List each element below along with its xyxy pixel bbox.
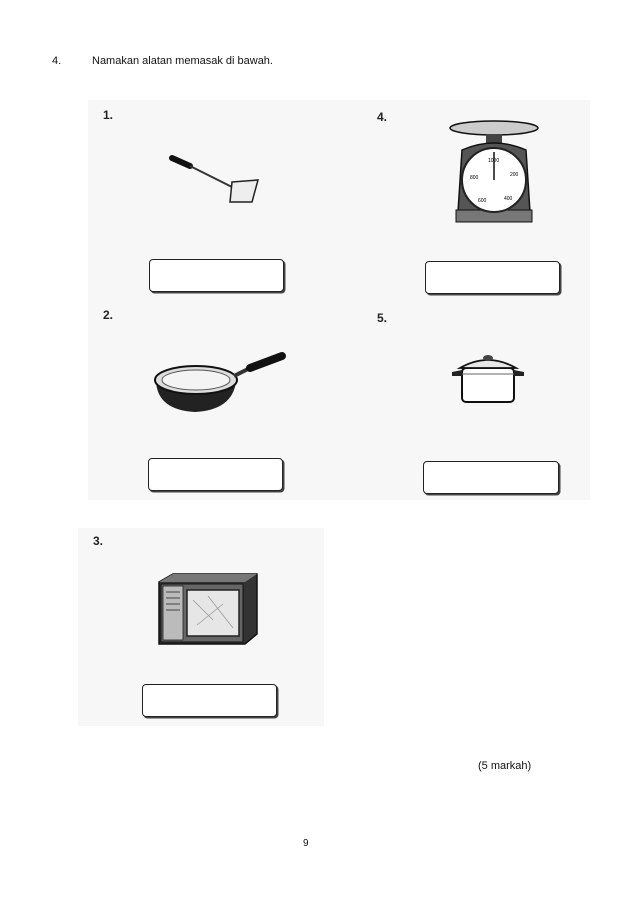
item-2-label: 2. xyxy=(103,308,114,322)
answer-box-3[interactable] xyxy=(142,684,277,717)
scale-dial-bottom-right: 400 xyxy=(504,196,513,202)
scale-dial-left: 800 xyxy=(470,175,479,181)
item-4-label: 4. xyxy=(377,110,388,124)
total-marks: (5 markah) xyxy=(478,760,532,772)
frying-pan-icon xyxy=(154,352,286,412)
weighing-scale-icon: 1000 800 200 600 400 xyxy=(449,120,539,223)
question-number: 4. xyxy=(52,55,62,67)
answer-box-5[interactable] xyxy=(423,461,559,494)
question-instruction: Namakan alatan memasak di bawah. xyxy=(92,55,273,67)
scale-dial-bottom-left: 600 xyxy=(478,198,487,204)
scale-dial-top: 1000 xyxy=(488,158,499,164)
item-3-label: 3. xyxy=(93,534,104,548)
item-1-label: 1. xyxy=(103,108,114,122)
item-5-label: 5. xyxy=(377,311,388,325)
answer-box-1[interactable] xyxy=(149,259,284,292)
answer-box-2[interactable] xyxy=(148,458,283,491)
page-number: 9 xyxy=(303,838,309,849)
scale-dial-right: 200 xyxy=(510,172,519,178)
microwave-oven-icon xyxy=(158,573,258,645)
cooking-pot-icon xyxy=(452,355,524,403)
answer-box-4[interactable] xyxy=(425,261,560,294)
spatula-icon xyxy=(169,155,260,203)
